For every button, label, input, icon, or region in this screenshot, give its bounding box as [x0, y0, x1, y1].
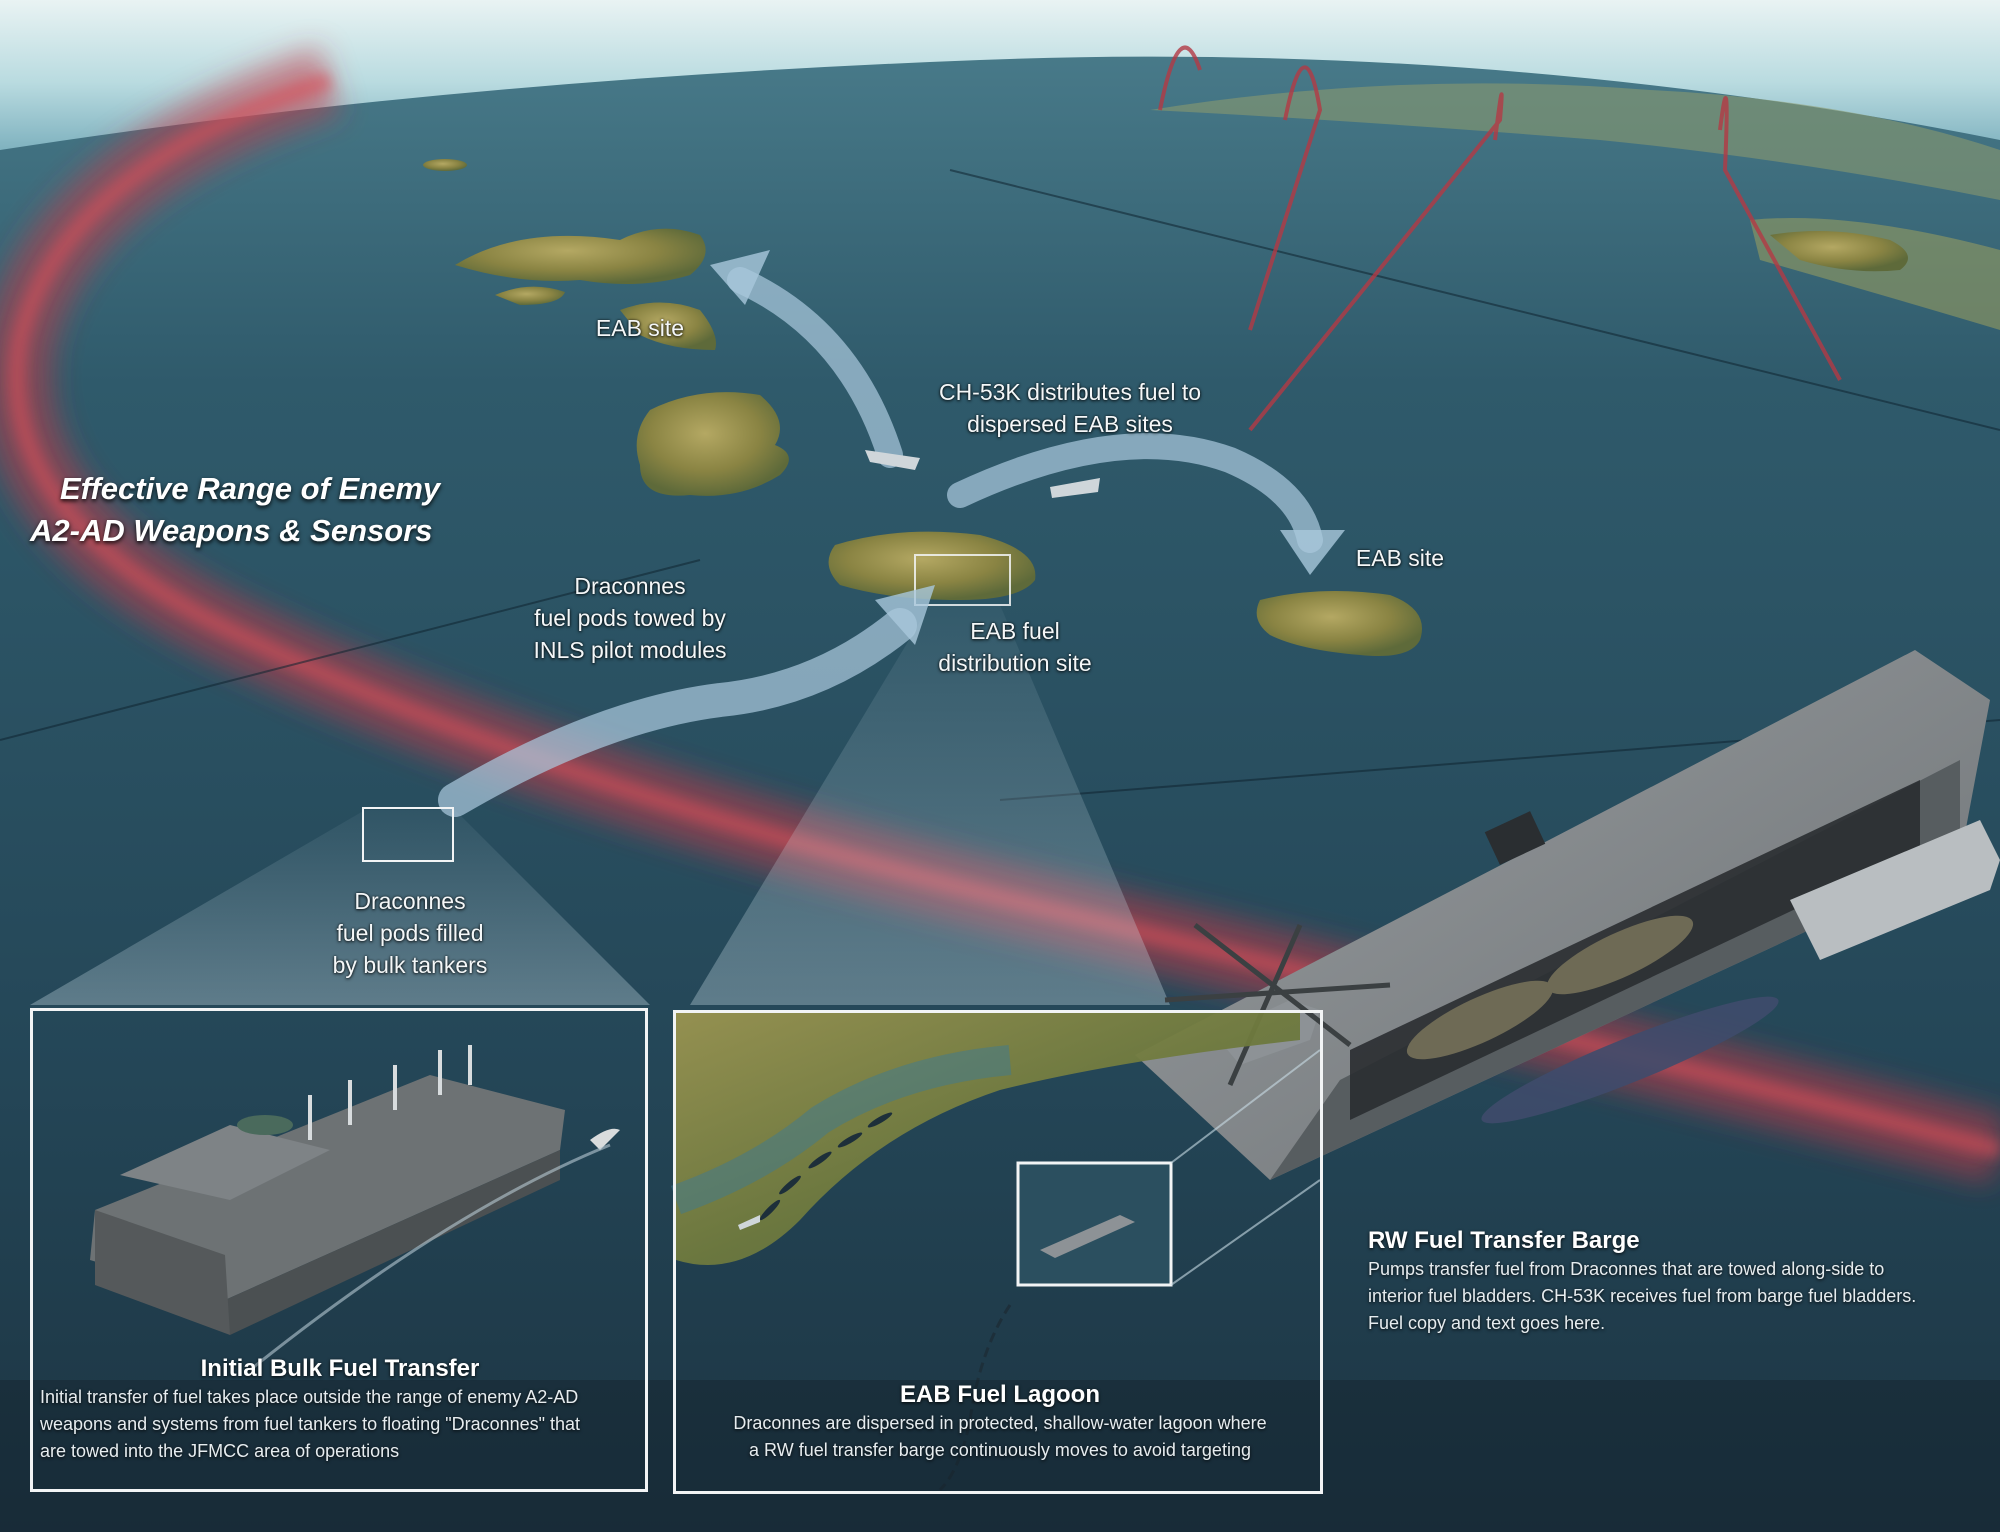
panel-eab-fuel-lagoon: [673, 1010, 1323, 1494]
lagoon-art: [670, 1013, 1321, 1492]
caption-barge-body2: interior fuel bladders. CH-53K receives …: [1368, 1286, 1917, 1306]
bulk-tanker-art: [90, 1045, 620, 1372]
label-eab-fuel-line1: EAB fuel: [970, 618, 1060, 644]
label-towed-line2: fuel pods towed by: [534, 605, 726, 631]
caption-barge-body3: Fuel copy and text goes here.: [1368, 1313, 1606, 1333]
label-eab-site-east-text: EAB site: [1355, 545, 1445, 571]
label-ch53k-line1: CH-53K distributes fuel to: [938, 379, 1202, 405]
rw-fuel-transfer-barge: [1135, 650, 2000, 1180]
lagoon-inset: [1016, 1161, 1173, 1287]
lagoon-coastline: [676, 1013, 1300, 1265]
label-filled-line3: by bulk tankers: [332, 952, 488, 978]
view-beam-bulk: [30, 810, 650, 1005]
draconne-pod: [1481, 996, 1779, 1124]
label-ch53k-line2: dispersed EAB sites: [967, 411, 1173, 437]
label-filled-line1: Draconnes: [354, 888, 466, 914]
threat-range-title: Effective Range of Enemy A2-AD Weapons &…: [30, 468, 490, 552]
caption-barge-body1: Pumps transfer fuel from Draconnes that …: [1368, 1259, 1885, 1279]
bulk-site-marker: [362, 807, 454, 862]
barge-deck: [1135, 650, 1990, 1180]
caption-eab-fuel-lagoon: EAB Fuel Lagoon Draconnes are dispersed …: [690, 1380, 1310, 1464]
label-ch53k: CH-53K distributes fuel to dispersed EAB…: [880, 376, 1260, 440]
helicopters-en-route: [865, 450, 1100, 498]
caption-lagoon-body2: a RW fuel transfer barge continuously mo…: [749, 1440, 1251, 1460]
label-towed-pods: Draconnes fuel pods towed by INLS pilot …: [490, 570, 770, 666]
missile-trajectories: [1158, 45, 1842, 432]
pilot-module: [1790, 820, 2000, 960]
sky: [0, 0, 2000, 150]
label-eab-fuel-distribution: EAB fuel distribution site: [890, 615, 1140, 679]
tanker-hull: [90, 1075, 565, 1300]
caption-bulk-body1: Initial transfer of fuel takes place out…: [40, 1387, 579, 1407]
label-filled-pods: Draconnes fuel pods filled by bulk tanke…: [280, 885, 540, 981]
label-eab-site-north: EAB site: [560, 312, 720, 344]
caption-bulk-body2: weapons and systems from fuel tankers to…: [40, 1414, 581, 1434]
label-eab-site-north-text: EAB site: [595, 315, 685, 341]
caption-lagoon-body1: Draconnes are dispersed in protected, sh…: [733, 1413, 1267, 1433]
caption-bulk-title: Initial Bulk Fuel Transfer: [200, 1355, 480, 1382]
caption-barge-title: RW Fuel Transfer Barge: [1368, 1227, 1640, 1254]
label-towed-line3: INLS pilot modules: [533, 637, 727, 663]
caption-lagoon-title: EAB Fuel Lagoon: [900, 1381, 1100, 1408]
horizon-coast: [1150, 83, 2000, 200]
islands: [423, 159, 1908, 656]
caption-bulk-body3: are towed into the JFMCC area of operati…: [40, 1441, 400, 1461]
label-eab-site-east: EAB site: [1320, 542, 1480, 574]
threat-range-title-line1: Effective Range of Enemy: [60, 471, 441, 506]
tanker-masts: [308, 1045, 472, 1140]
view-beam-lagoon: [690, 605, 1170, 1005]
caption-initial-bulk-fuel-transfer: Initial Bulk Fuel Transfer Initial trans…: [40, 1354, 640, 1465]
draconne-string: [759, 1112, 893, 1221]
flow-arrows: [438, 267, 1323, 817]
label-filled-line2: fuel pods filled: [336, 920, 484, 946]
caption-rw-fuel-transfer-barge: RW Fuel Transfer Barge Pumps transfer fu…: [1368, 1226, 1988, 1337]
fuel-bladders: [1406, 915, 1694, 1060]
label-towed-line1: Draconnes: [574, 573, 686, 599]
deck-hatch: [1484, 811, 1546, 865]
panel-initial-bulk-fuel-transfer: [30, 1008, 648, 1492]
threat-range-title-line2: A2-AD Weapons & Sensors: [30, 513, 433, 548]
label-eab-fuel-line2: distribution site: [938, 650, 1092, 676]
